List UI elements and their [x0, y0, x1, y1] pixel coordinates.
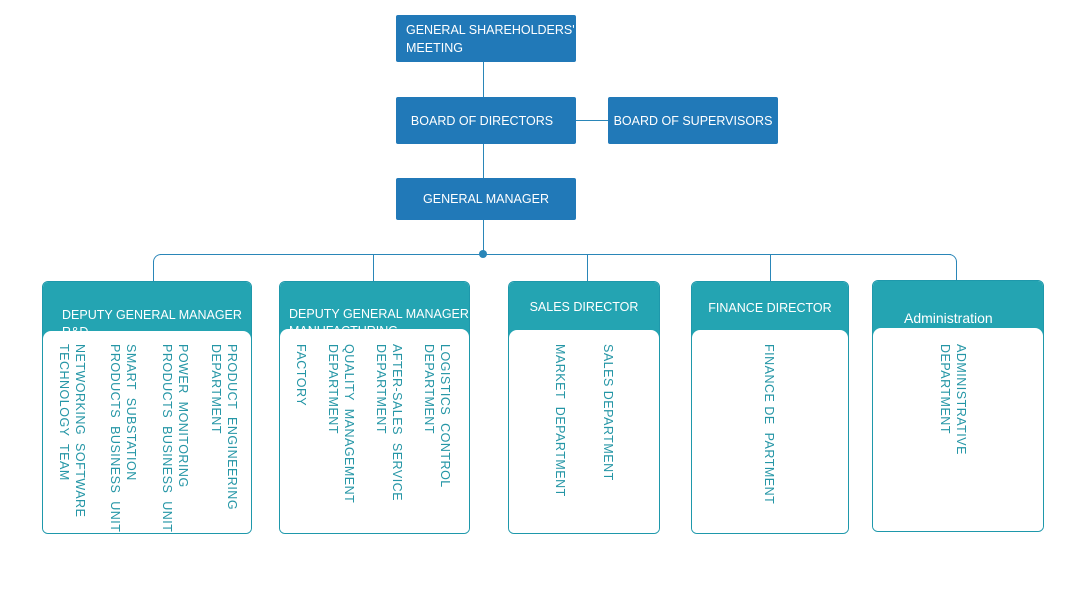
card-finance-body: FINANCE DE PARTMENT: [692, 330, 848, 533]
connector-board-supervisors: [576, 120, 609, 121]
card-rd-body: PRODUCT ENGINEERING DEPARTMENT POWER MON…: [43, 331, 251, 533]
unit-after-sales-service: AFTER-SALES SERVICE DEPARTMENT: [374, 344, 404, 502]
connector-horizontal-bus: [160, 254, 951, 255]
connector-drop-admin: [956, 261, 957, 282]
unit-networking-software: NETWORKING SOFTWARE TECHNOLOGY TEAM: [57, 344, 87, 518]
card-finance-title: FINANCE DIRECTOR: [708, 301, 832, 315]
node-shareholders-label: GENERAL SHAREHOLDERS' MEETING: [406, 22, 575, 55]
card-sales-director[interactable]: SALES DIRECTOR SALES DEPARTMENT MARKET D…: [508, 281, 660, 534]
card-deputy-gm-manufacturing[interactable]: DEPUTY GENERAL MANAGER MANUFACTURING LOG…: [279, 281, 470, 534]
card-sales-title: SALES DIRECTOR: [529, 300, 639, 314]
connector-gm-bus: [483, 220, 484, 254]
connector-drop-rd: [153, 261, 154, 282]
node-board-directors-label: BOARD OF DIRECTORS: [410, 113, 554, 128]
unit-factory: FACTORY: [294, 344, 308, 407]
connector-board-gm: [483, 144, 484, 179]
connector-shareholders-board: [483, 62, 484, 98]
connector-drop-sales: [587, 254, 588, 282]
unit-logistics-control: LOGISTICS CONTROL DEPARTMENT: [422, 344, 452, 488]
unit-finance-department: FINANCE DE PARTMENT: [762, 344, 776, 505]
unit-product-engineering: PRODUCT ENGINEERING DEPARTMENT: [209, 344, 239, 511]
unit-administrative-department: ADMINISTRATIVE DEPARTMENT: [938, 344, 968, 455]
node-board-supervisors-label: BOARD OF SUPERVISORS: [613, 113, 773, 128]
unit-power-monitoring: POWER MONITORING PRODUCTS BUSINESS UNIT: [160, 344, 190, 533]
node-board-of-supervisors[interactable]: BOARD OF SUPERVISORS: [608, 97, 778, 144]
card-deputy-gm-rd[interactable]: DEPUTY GENERAL MANAGER R&D PRODUCT ENGIN…: [42, 281, 252, 534]
node-general-manager[interactable]: GENERAL MANAGER: [396, 178, 576, 220]
node-shareholders-meeting[interactable]: GENERAL SHAREHOLDERS' MEETING: [396, 15, 576, 62]
connector-drop-finance: [770, 254, 771, 282]
connector-drop-manufacturing: [373, 254, 374, 282]
card-admin-body: ADMINISTRATIVE DEPARTMENT: [873, 328, 1043, 531]
unit-quality-management: QUALITY MANAGEMENT DEPARTMENT: [326, 344, 356, 504]
card-manufacturing-body: LOGISTICS CONTROL DEPARTMENT AFTER-SALES…: [280, 329, 469, 533]
card-administration-manager[interactable]: Administration Manager ADMINISTRATIVE DE…: [872, 280, 1044, 532]
unit-smart-substation: SMART SUBSTATION PRODUCTS BUSINESS UNIT: [108, 344, 138, 533]
connector-bus-left-corner: [153, 254, 161, 262]
card-sales-body: SALES DEPARTMENT MARKET DEPARTMENT: [509, 330, 659, 533]
unit-sales-department: SALES DEPARTMENT: [601, 344, 615, 481]
card-finance-director[interactable]: FINANCE DIRECTOR FINANCE DE PARTMENT: [691, 281, 849, 534]
node-board-of-directors[interactable]: BOARD OF DIRECTORS: [396, 97, 576, 144]
connector-junction-dot: [479, 250, 487, 258]
unit-market-department: MARKET DEPARTMENT: [553, 344, 567, 497]
node-general-manager-label: GENERAL MANAGER: [423, 192, 549, 206]
